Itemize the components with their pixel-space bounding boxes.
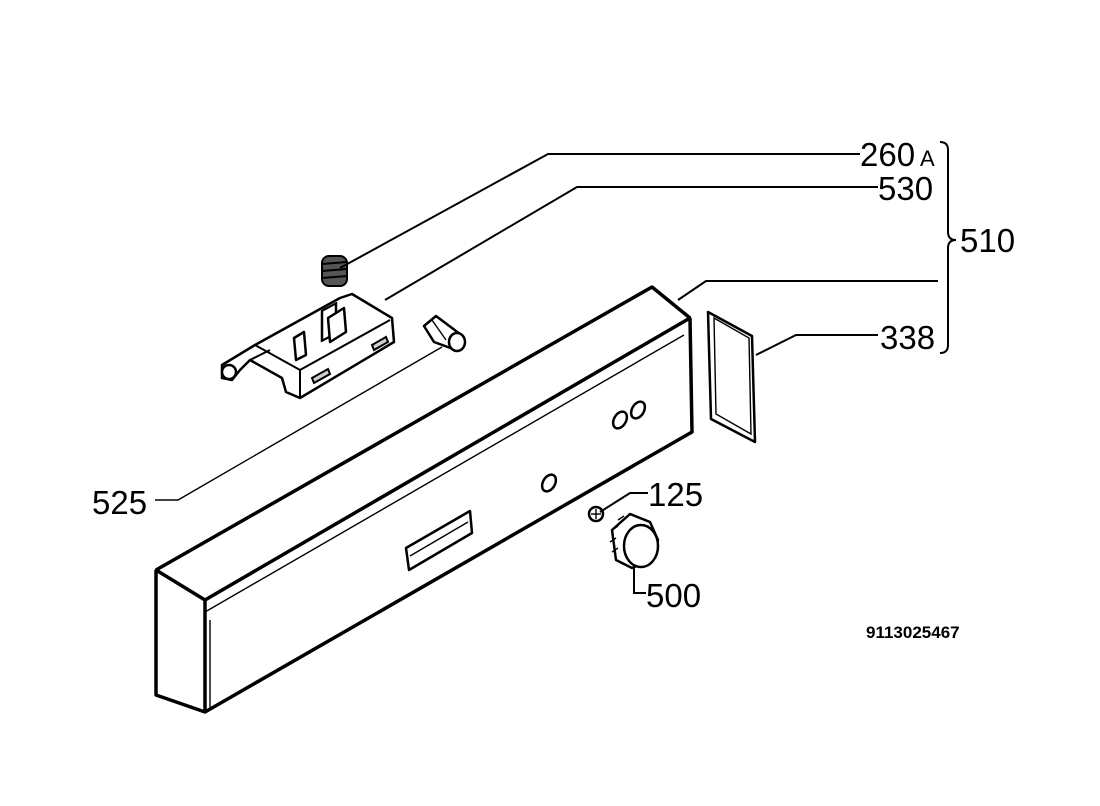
leader-lines bbox=[155, 153, 938, 594]
control-panel-housing bbox=[154, 285, 694, 714]
knob-part bbox=[609, 512, 660, 570]
end-cap-part bbox=[706, 310, 757, 444]
label-500: 500 bbox=[646, 577, 701, 614]
drawing-code: 9113025467 bbox=[866, 623, 960, 642]
bracket-part bbox=[220, 292, 396, 400]
group-brace bbox=[939, 141, 957, 354]
spring-part bbox=[321, 255, 348, 287]
label-338: 338 bbox=[880, 319, 935, 356]
label-530: 530 bbox=[878, 170, 933, 207]
label-260-suffix: A bbox=[920, 146, 935, 171]
label-510: 510 bbox=[960, 222, 1015, 259]
label-125: 125 bbox=[648, 476, 703, 513]
button-hole bbox=[540, 473, 558, 493]
button-hole bbox=[611, 410, 629, 430]
display-window bbox=[404, 509, 474, 572]
push-button-part bbox=[422, 314, 467, 353]
button-hole bbox=[629, 400, 647, 420]
nut-part bbox=[587, 505, 605, 523]
label-260: 260 bbox=[860, 136, 915, 173]
label-525: 525 bbox=[92, 484, 147, 521]
